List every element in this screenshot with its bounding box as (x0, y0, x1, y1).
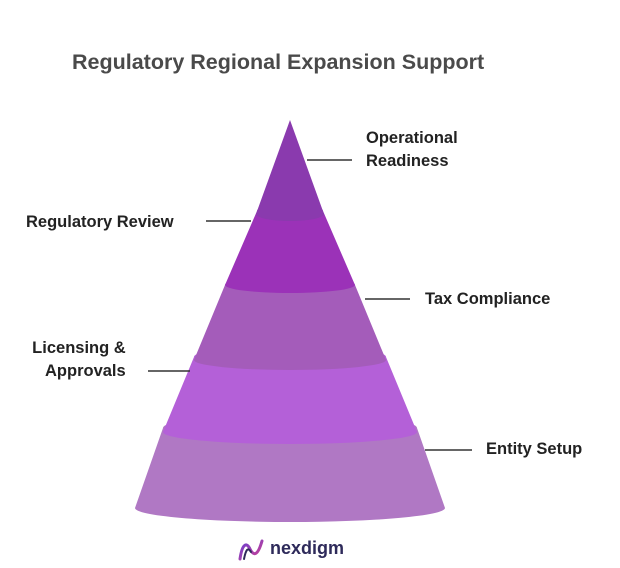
layer-label-operational-readiness: Operational Readiness (366, 127, 458, 173)
nexdigm-logo-icon (238, 539, 264, 561)
layer-label-entity-setup: Entity Setup (486, 438, 582, 461)
pyramid-layer-2 (194, 275, 386, 370)
layer-label-regulatory-review: Regulatory Review (26, 211, 174, 234)
label-line: Operational (366, 129, 458, 147)
layer-label-tax-compliance: Tax Compliance (425, 288, 550, 311)
layer-label-licensing-approvals: Licensing & Approvals (28, 337, 126, 383)
pyramid-layer-0 (256, 120, 324, 221)
label-line: Readiness (366, 152, 449, 170)
label-line: Tax Compliance (425, 290, 551, 308)
label-line: Approvals (45, 362, 126, 380)
nexdigm-logo-text: nexdigm (270, 538, 345, 558)
pyramid-layer-1 (225, 203, 355, 293)
label-line: Licensing & (32, 339, 126, 357)
pyramid-layer-3 (163, 345, 417, 444)
page-title: Regulatory Regional Expansion Support (72, 50, 485, 74)
label-line: Regulatory Review (26, 213, 174, 231)
label-line: Entity Setup (486, 440, 583, 458)
